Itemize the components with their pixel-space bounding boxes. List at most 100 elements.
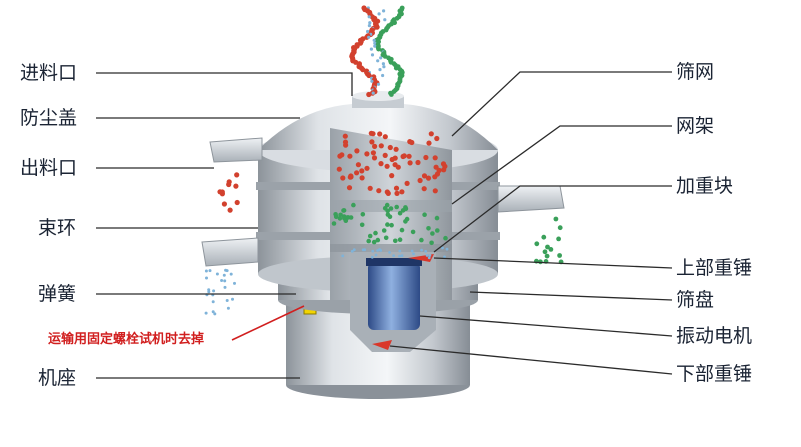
label-screen-tray: 筛盘 <box>676 289 715 311</box>
particle <box>225 299 229 302</box>
particle <box>366 29 370 34</box>
label-upper-weight: 上部重锤 <box>676 257 753 279</box>
particle <box>557 225 563 231</box>
particle <box>367 185 373 191</box>
particle <box>392 254 395 257</box>
particle <box>370 255 374 259</box>
particle <box>217 189 223 195</box>
particle <box>548 247 554 252</box>
particle <box>425 254 429 257</box>
particle <box>223 279 227 283</box>
particle <box>378 161 384 167</box>
particle <box>376 188 382 194</box>
particle <box>432 174 438 180</box>
particle <box>404 180 410 186</box>
particle <box>370 131 376 137</box>
particle <box>419 237 424 243</box>
particle <box>234 199 240 206</box>
particle <box>410 249 414 253</box>
particle <box>366 238 372 244</box>
particle <box>423 154 429 161</box>
particle <box>372 38 376 42</box>
particle <box>422 212 427 217</box>
particle <box>369 47 373 51</box>
particle <box>348 173 354 179</box>
particle <box>388 206 394 211</box>
leader-upper-weight <box>433 257 673 269</box>
particle <box>435 228 440 233</box>
particle <box>347 153 353 159</box>
particle <box>213 312 217 316</box>
particle <box>348 215 354 220</box>
particle <box>387 144 393 151</box>
particle <box>367 233 373 239</box>
particle <box>367 35 371 39</box>
particle <box>389 173 395 179</box>
particle <box>342 133 348 139</box>
particle <box>393 238 398 244</box>
particle <box>364 165 370 171</box>
particle <box>207 290 211 294</box>
particle <box>338 212 343 218</box>
label-discharge-outlet: 出料口 <box>20 157 78 179</box>
particle <box>370 53 375 57</box>
particle <box>420 248 423 252</box>
particle <box>385 190 391 196</box>
particle <box>360 212 366 217</box>
label-screen-mesh: 筛网 <box>676 61 715 83</box>
label-feed-inlet: 进料口 <box>20 62 78 84</box>
particle <box>397 237 403 242</box>
particle <box>412 252 415 256</box>
particle <box>373 44 377 48</box>
particle <box>424 250 428 253</box>
particle <box>440 161 447 167</box>
particle <box>556 236 561 242</box>
particle <box>367 15 371 19</box>
particle <box>346 185 353 191</box>
particle <box>417 177 423 184</box>
particle <box>336 166 342 172</box>
particle <box>383 18 387 22</box>
particle <box>222 273 226 277</box>
particle <box>430 231 435 236</box>
particle <box>350 249 354 253</box>
particle <box>398 249 402 253</box>
particle <box>331 221 337 226</box>
label-dust-cover: 防尘盖 <box>20 107 78 129</box>
particle <box>394 204 400 210</box>
particle <box>363 248 367 252</box>
particle <box>376 59 380 63</box>
particle <box>376 82 381 86</box>
particle <box>211 310 215 314</box>
particle <box>545 244 550 250</box>
particle <box>541 234 547 240</box>
particle <box>392 162 398 168</box>
particle <box>544 253 550 259</box>
leader-screen-mesh <box>451 71 672 137</box>
particle <box>226 306 230 310</box>
particle <box>384 202 390 208</box>
particle <box>376 46 381 52</box>
particle <box>406 153 412 159</box>
particle <box>371 239 377 245</box>
particle <box>407 160 413 166</box>
particle <box>343 218 349 223</box>
leader-warning <box>231 305 305 341</box>
particle <box>385 212 391 217</box>
particle <box>434 135 440 142</box>
particle <box>337 153 343 159</box>
particle <box>211 300 215 304</box>
particle <box>371 249 375 253</box>
label-clamp-ring: 束环 <box>38 217 77 239</box>
particle <box>443 255 446 259</box>
particle <box>425 175 432 181</box>
particle <box>221 201 227 207</box>
particle <box>441 167 447 173</box>
label-spring: 弹簧 <box>38 283 77 305</box>
particle <box>393 65 399 71</box>
particle <box>225 269 229 273</box>
particle <box>376 249 379 252</box>
particle <box>337 216 343 221</box>
particle <box>399 189 405 195</box>
particle <box>340 175 346 181</box>
